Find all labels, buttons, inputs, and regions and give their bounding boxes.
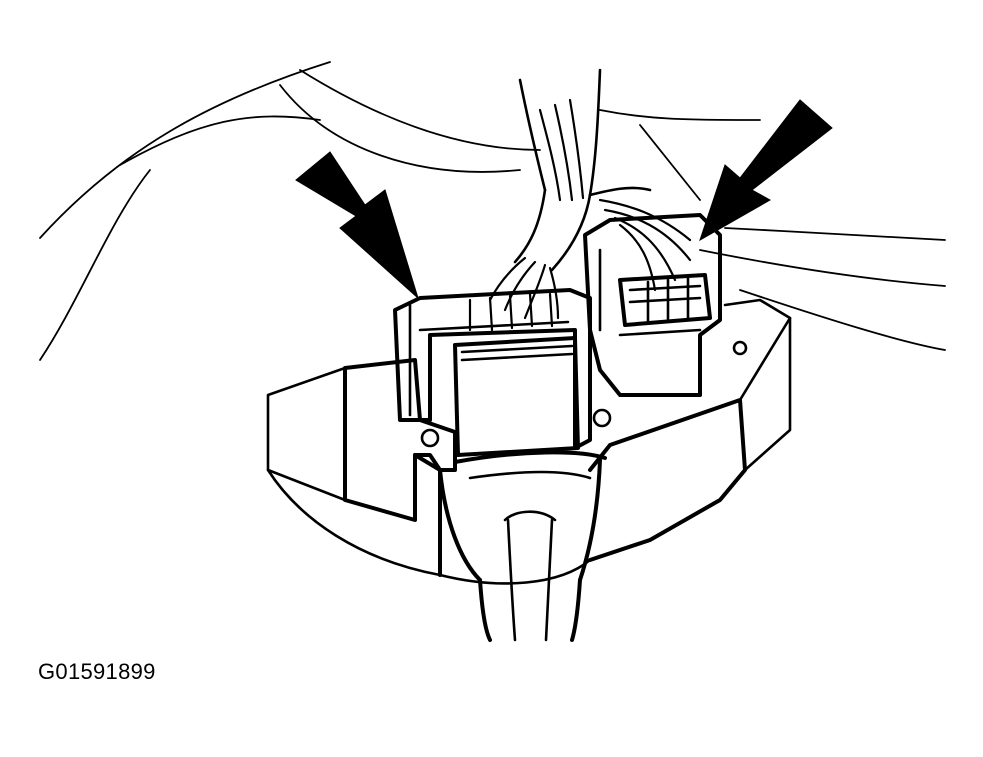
switch-housing (266, 298, 792, 585)
wiring-harness (488, 68, 692, 320)
background-shroud-lines (39, 61, 946, 361)
right-connector (583, 213, 722, 397)
figure-id-label: G01591899 (38, 659, 156, 684)
left-connector (393, 288, 592, 457)
arrow-down-left-icon (699, 99, 833, 242)
steering-column (438, 450, 607, 642)
arrow-down-right-icon (295, 151, 420, 300)
